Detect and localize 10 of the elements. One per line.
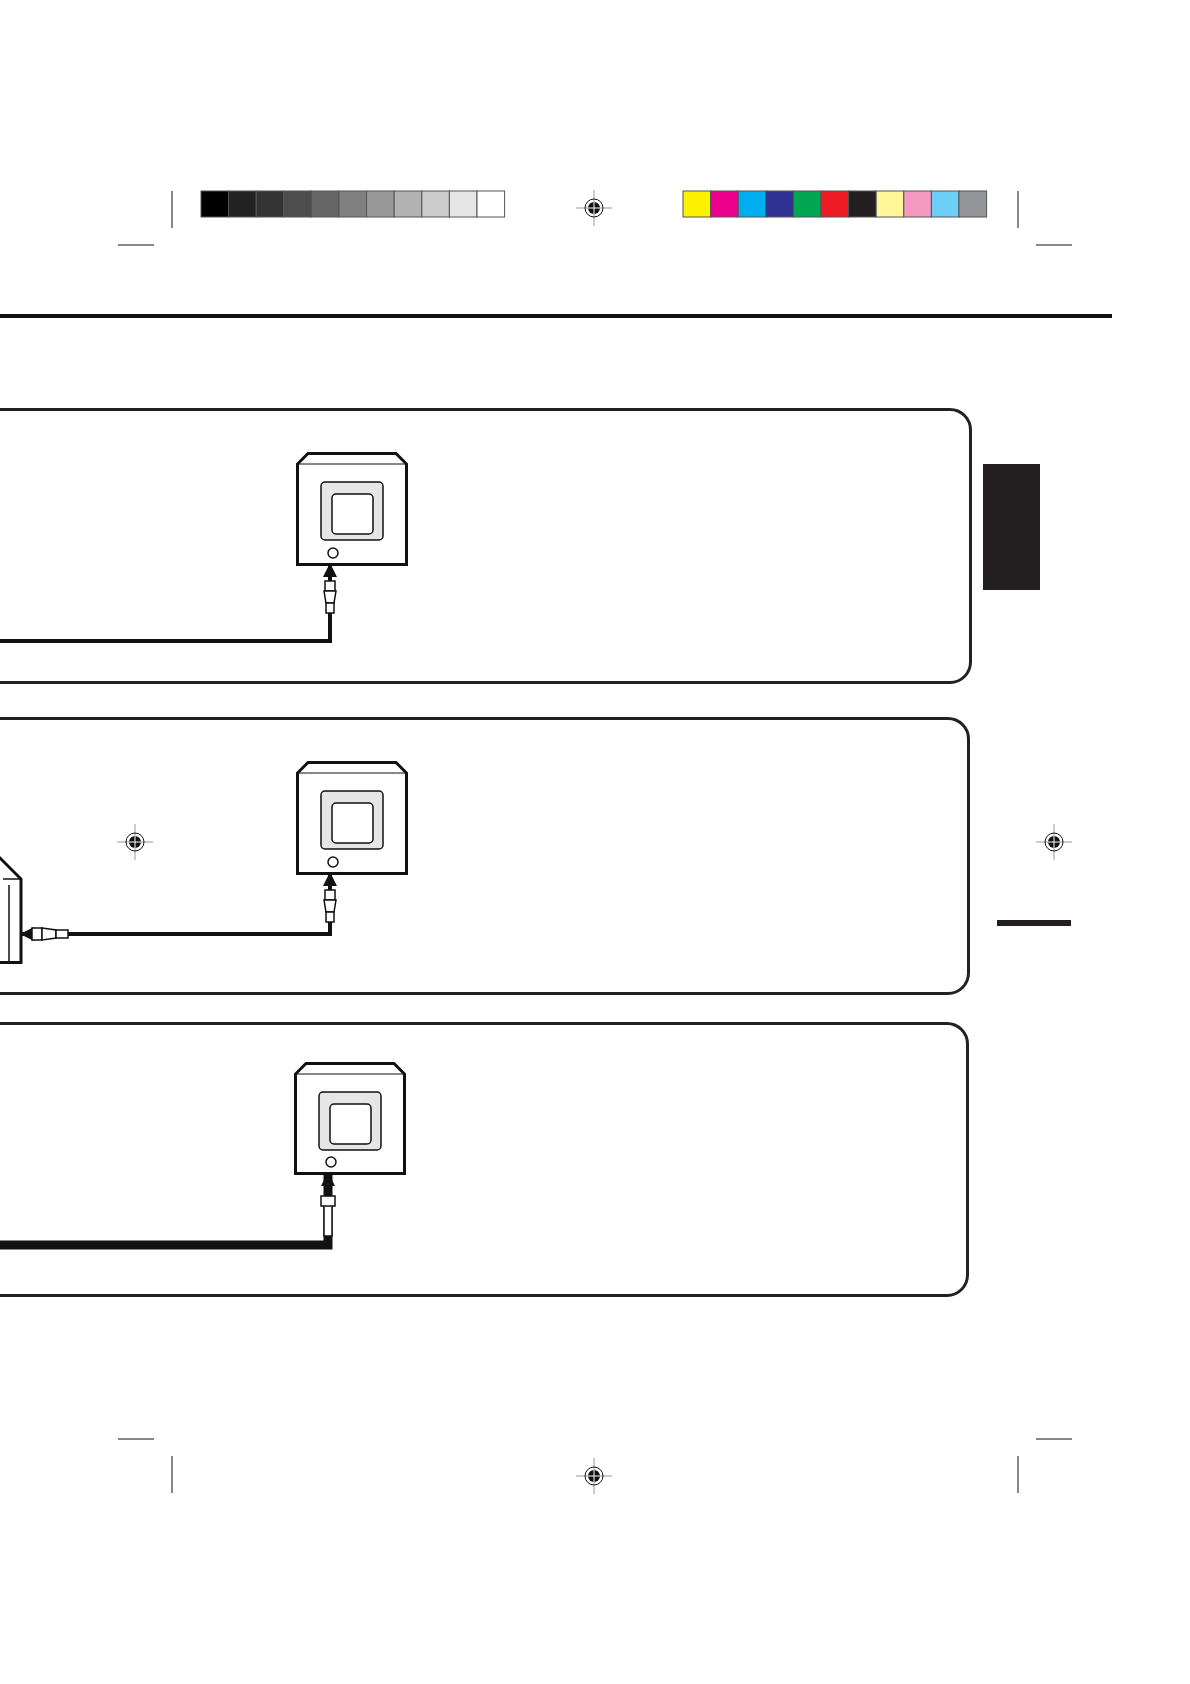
section-panel: [0, 408, 972, 684]
cable-arrow: [0, 1172, 335, 1250]
cable-arrow: [0, 563, 337, 643]
tv-back-drawing: [296, 761, 408, 875]
tv-back-drawing: [294, 1062, 406, 1175]
section-tab: [983, 464, 1040, 590]
section-panel: [0, 1022, 969, 1297]
section-panel: [0, 717, 970, 995]
cable-arrow: [20, 872, 337, 941]
tv-back-drawing: [296, 452, 408, 566]
